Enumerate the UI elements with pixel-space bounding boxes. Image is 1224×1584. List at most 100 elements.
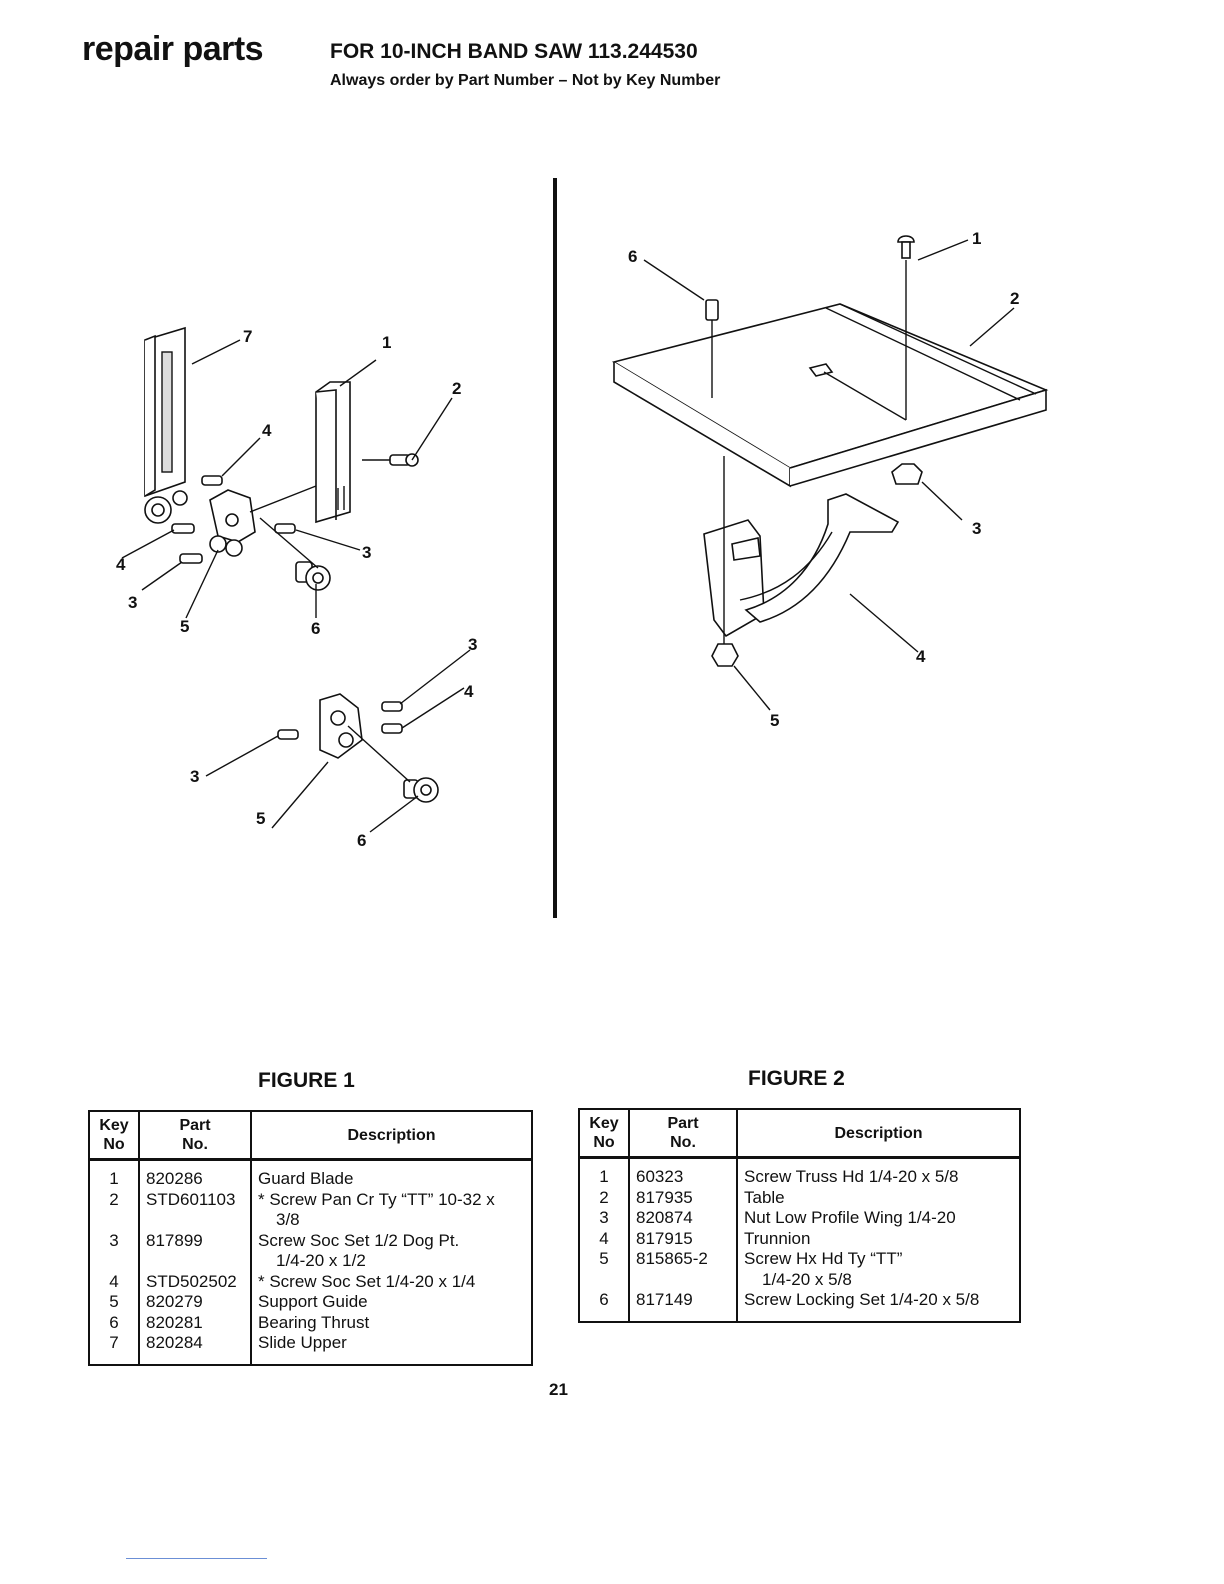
- description-cell: * Screw Soc Set 1/4-20 x 1/4: [251, 1272, 532, 1293]
- callout-label: 3: [190, 767, 199, 786]
- callout-label: 4: [916, 647, 926, 666]
- part-number-cell: 817935: [629, 1187, 738, 1208]
- part-number-cell: 817149: [629, 1290, 738, 1322]
- figure2-caption: FIGURE 2: [748, 1067, 845, 1090]
- key-number-cell: 1: [89, 1159, 140, 1190]
- key-number-cell: 2: [89, 1189, 140, 1231]
- key-number-cell: 1: [579, 1157, 630, 1188]
- slide-upper-part: [144, 326, 188, 524]
- callout-label: 2: [1010, 289, 1019, 308]
- order-note: Always order by Part Number – Not by Key…: [330, 72, 721, 89]
- description-line: Nut Low Profile Wing 1/4-20: [744, 1208, 956, 1227]
- support-guide-part: [209, 489, 256, 557]
- key-number-cell: 2: [579, 1187, 630, 1208]
- callout-label: 1: [382, 333, 391, 352]
- description-cell: Trunnion: [737, 1229, 1020, 1250]
- description-line: 1/4-20 x 1/2: [276, 1251, 366, 1270]
- key-number-cell: 4: [579, 1228, 630, 1249]
- description-cell: Table: [737, 1188, 1020, 1209]
- part-number-cell: 60323: [629, 1157, 738, 1188]
- description-cell: Screw Truss Hd 1/4-20 x 5/8: [737, 1158, 1020, 1188]
- description-cell: Slide Upper: [251, 1333, 532, 1365]
- callout-label: 3: [972, 519, 981, 538]
- description-cell: Nut Low Profile Wing 1/4-20: [737, 1208, 1020, 1229]
- description-line: Trunnion: [744, 1228, 811, 1248]
- callout-label: 5: [256, 809, 265, 828]
- description-line: 3/8: [276, 1210, 300, 1229]
- key-number-cell: 5: [89, 1292, 140, 1313]
- description-cell: Screw Soc Set 1/2 Dog Pt.1/4-20 x 1/2: [251, 1231, 532, 1272]
- part-number-cell: STD601103: [139, 1189, 252, 1231]
- part-number-cell: 820279: [139, 1292, 252, 1313]
- part-number-cell: 820874: [629, 1208, 738, 1229]
- table-header-row: Key No Part No. Description: [579, 1109, 1020, 1159]
- screw-parts: [705, 235, 923, 667]
- page-subtitle: FOR 10-INCH BAND SAW 113.244530: [330, 40, 698, 63]
- part-number-cell: 815865-2: [629, 1249, 738, 1290]
- callout-label: 6: [357, 831, 366, 850]
- callout-label: 3: [362, 543, 371, 562]
- callout-label: 3: [468, 635, 477, 654]
- part-column-header: Part No.: [629, 1109, 738, 1159]
- description-cell: Screw Locking Set 1/4-20 x 5/8: [737, 1290, 1020, 1322]
- description-cell: Guard Blade: [251, 1160, 532, 1190]
- bearing-thrust-part: [295, 561, 331, 591]
- key-number-cell: 3: [579, 1208, 630, 1229]
- description-line: Guard Blade: [258, 1169, 354, 1188]
- trunnion-part: [703, 493, 900, 638]
- description-cell: Bearing Thrust: [251, 1313, 532, 1334]
- part-number-cell: STD502502: [139, 1271, 252, 1292]
- description-line: 1/4-20 x 5/8: [762, 1269, 852, 1289]
- key-number-cell: 6: [89, 1312, 140, 1333]
- part-number-cell: 817915: [629, 1228, 738, 1249]
- callout-label: 5: [180, 617, 189, 636]
- figure1-caption: FIGURE 1: [258, 1069, 355, 1092]
- description-line: Bearing Thrust: [258, 1312, 370, 1332]
- callout-label: 6: [311, 619, 320, 638]
- set-screw-parts: [171, 453, 419, 564]
- figure2-callouts: 6 1 2 3 4 5: [628, 229, 1019, 730]
- callout-label: 5: [770, 711, 779, 730]
- key-column-header: Key No: [579, 1109, 630, 1159]
- key-number-cell: 5: [579, 1249, 630, 1290]
- description-cell: Screw Hx Hd Ty “TT”1/4-20 x 5/8: [737, 1249, 1020, 1290]
- figure1-callouts: 7 1 2 4 4 3 3 5 6 3 4 3 5 6: [116, 327, 477, 850]
- part-number-cell: 817899: [139, 1230, 252, 1272]
- part-column-header: Part No.: [139, 1111, 252, 1161]
- callout-label: 3: [128, 593, 137, 612]
- figure-divider: [553, 178, 557, 918]
- key-number-cell: 4: [89, 1271, 140, 1292]
- lower-guide-assembly: [277, 693, 439, 803]
- description-line: * Screw Soc Set 1/4-20 x 1/4: [258, 1271, 476, 1291]
- part-number-cell: 820286: [139, 1159, 252, 1190]
- figure2-diagram: 6 1 2 3 4 5: [611, 229, 1049, 730]
- callout-label: 1: [972, 229, 981, 248]
- footer-rule: [126, 1558, 267, 1559]
- page-title: repair parts: [82, 30, 264, 68]
- description-line: Slide Upper: [258, 1333, 347, 1352]
- key-number-cell: 7: [89, 1333, 140, 1365]
- key-column-header: Key No: [89, 1111, 140, 1161]
- figure2-leaders: [643, 239, 1015, 711]
- part-number-cell: 820284: [139, 1333, 252, 1365]
- part-number-cell: 820281: [139, 1312, 252, 1333]
- description-column-header: Description: [737, 1109, 1020, 1159]
- description-line: Screw Hx Hd Ty “TT”: [744, 1249, 903, 1268]
- description-line: Screw Locking Set 1/4-20 x 5/8: [744, 1290, 980, 1309]
- description-column-header: Description: [251, 1111, 532, 1161]
- page-number: 21: [549, 1380, 568, 1399]
